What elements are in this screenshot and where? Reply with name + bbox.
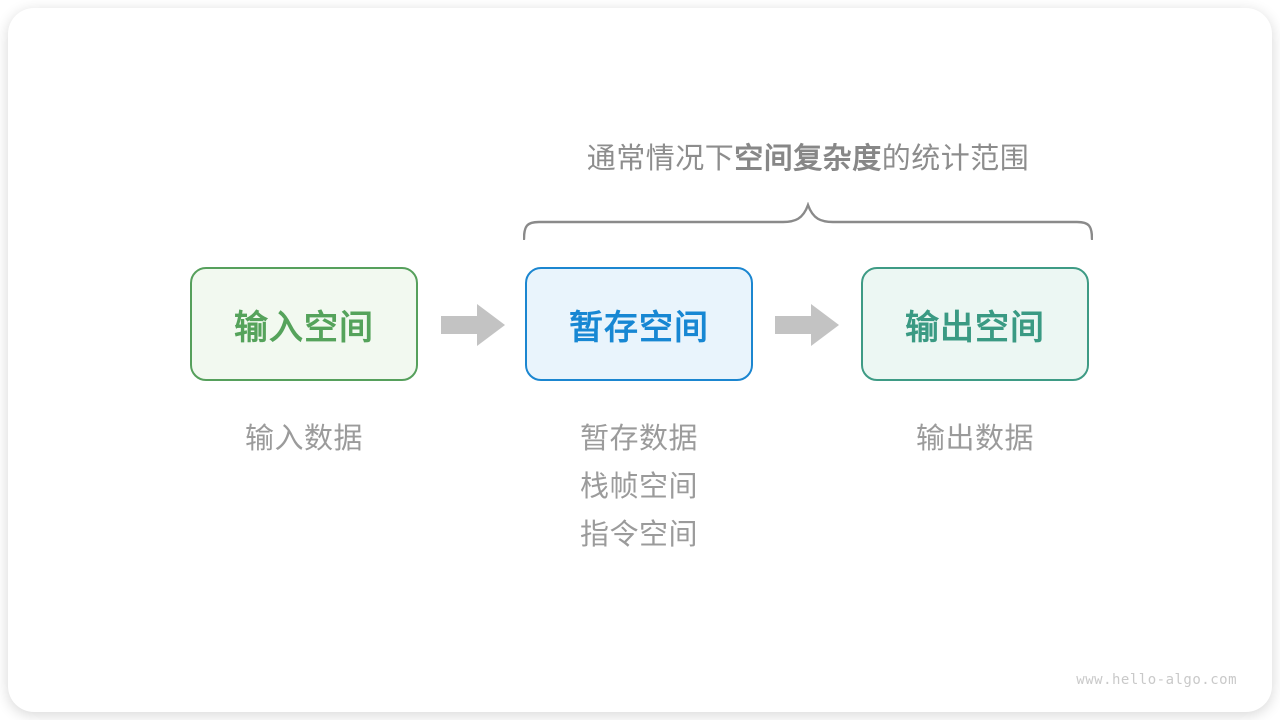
annotation-title-bold: 空间复杂度 [734,143,882,175]
caption-instruction: 指令空间 [579,519,698,551]
annotation-title-pre: 通常情况下 [586,143,735,175]
annotation-title-post: 的统计范围 [881,143,1030,175]
annotation-title: 通常情况下空间复杂度的统计范围 [523,143,1093,175]
box-temp-space: 暂存空间 [525,267,753,381]
curly-brace-up-icon [523,202,1093,240]
caption-temp-data: 暂存数据 [579,423,698,455]
block-arrow-right-icon [441,304,505,346]
caption-stack-frame: 栈帧空间 [579,471,698,503]
box-input-space-label: 输入空间 [234,308,374,347]
box-temp-space-label: 暂存空间 [569,308,709,347]
caption-output-data: 输出数据 [915,423,1034,455]
box-output-space-label: 输出空间 [905,308,1045,347]
box-output-space: 输出空间 [861,267,1089,381]
block-arrow-right-icon [775,304,839,346]
watermark: www.hello-algo.com [1076,672,1237,688]
caption-input-data: 输入数据 [244,423,363,455]
box-input-space: 输入空间 [190,267,418,381]
